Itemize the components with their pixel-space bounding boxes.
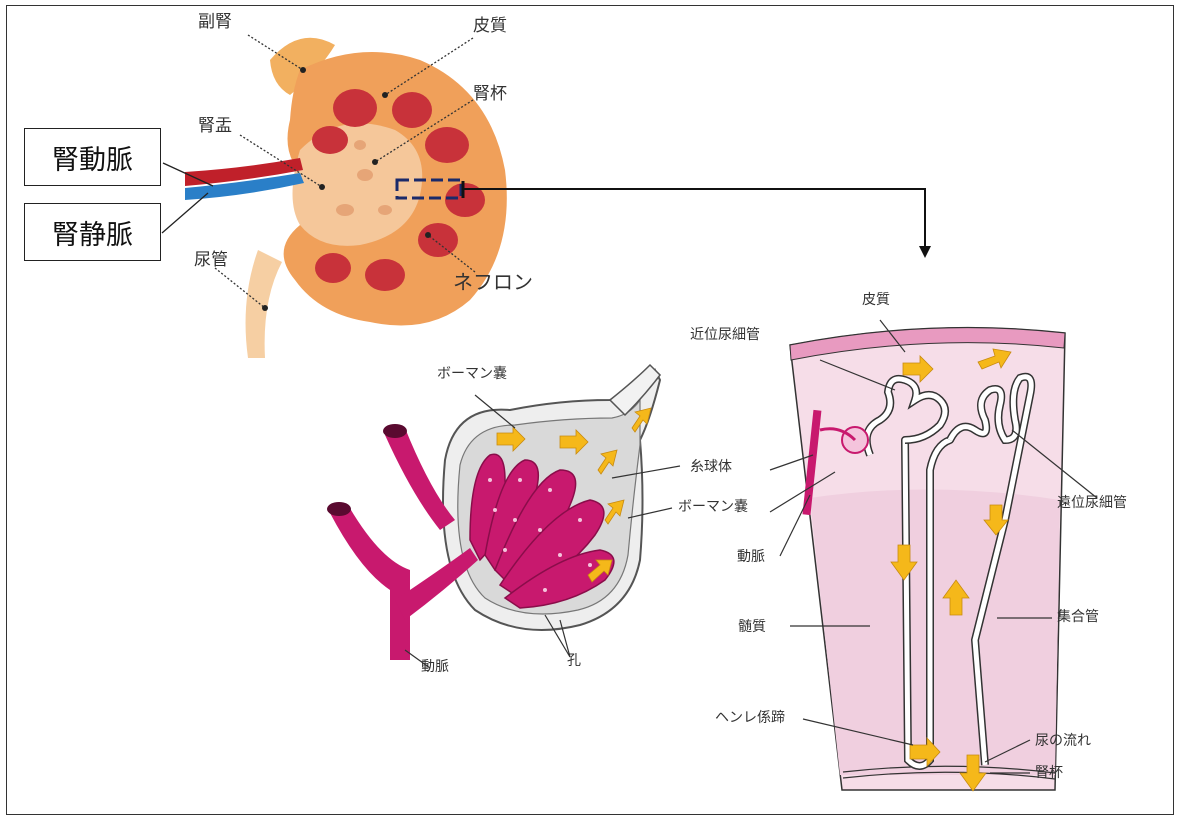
pyramid bbox=[315, 253, 351, 283]
label-kidney-cortex: 皮質 bbox=[473, 18, 507, 35]
label-bowman-capsule-side: ボーマン嚢 bbox=[678, 500, 748, 514]
label-loop-of-henle: ヘンレ係蹄 bbox=[715, 711, 785, 725]
label-adrenal: 副腎 bbox=[198, 14, 232, 31]
label-glomerulus: 糸球体 bbox=[690, 460, 732, 474]
label-nephron-cortex: 皮質 bbox=[862, 293, 890, 307]
pyramid bbox=[365, 259, 405, 291]
connector-arrow bbox=[463, 181, 931, 258]
ureter bbox=[246, 250, 282, 358]
label-nephron-calyx: 腎杯 bbox=[1035, 766, 1063, 780]
label-renal-artery-box: 腎動脈 bbox=[24, 128, 161, 186]
label-urine-flow: 尿の流れ bbox=[1035, 734, 1091, 748]
label-collecting-duct: 集合管 bbox=[1057, 610, 1099, 624]
label-bowman-capsule-top: ボーマン嚢 bbox=[437, 367, 507, 381]
label-medulla: 髄質 bbox=[738, 620, 766, 634]
pyramid bbox=[425, 127, 469, 163]
label-proximal-tubule: 近位尿細管 bbox=[690, 328, 760, 342]
efferent-artery bbox=[330, 505, 410, 660]
pyramid bbox=[392, 92, 432, 128]
label-pore: 孔 bbox=[567, 654, 581, 668]
glomerulus-illustration bbox=[327, 365, 680, 668]
medulla-region bbox=[810, 489, 1060, 775]
label-nephron: ネフロン bbox=[453, 272, 533, 292]
label-distal-tubule: 遠位尿細管 bbox=[1057, 496, 1127, 510]
label-artery-side: 動脈 bbox=[737, 550, 765, 564]
nephron-illustration bbox=[770, 320, 1097, 791]
label-kidney-calyx: 腎杯 bbox=[473, 86, 507, 103]
label-renal-pelvis: 腎盂 bbox=[198, 118, 232, 135]
label-ureter: 尿管 bbox=[194, 252, 228, 269]
kidney-illustration bbox=[162, 35, 507, 358]
pyramid bbox=[333, 89, 377, 127]
label-renal-vein-box: 腎静脈 bbox=[24, 203, 161, 261]
pyramid bbox=[418, 223, 458, 257]
label-artery-bottom: 動脈 bbox=[421, 660, 449, 674]
pyramid bbox=[312, 126, 348, 154]
